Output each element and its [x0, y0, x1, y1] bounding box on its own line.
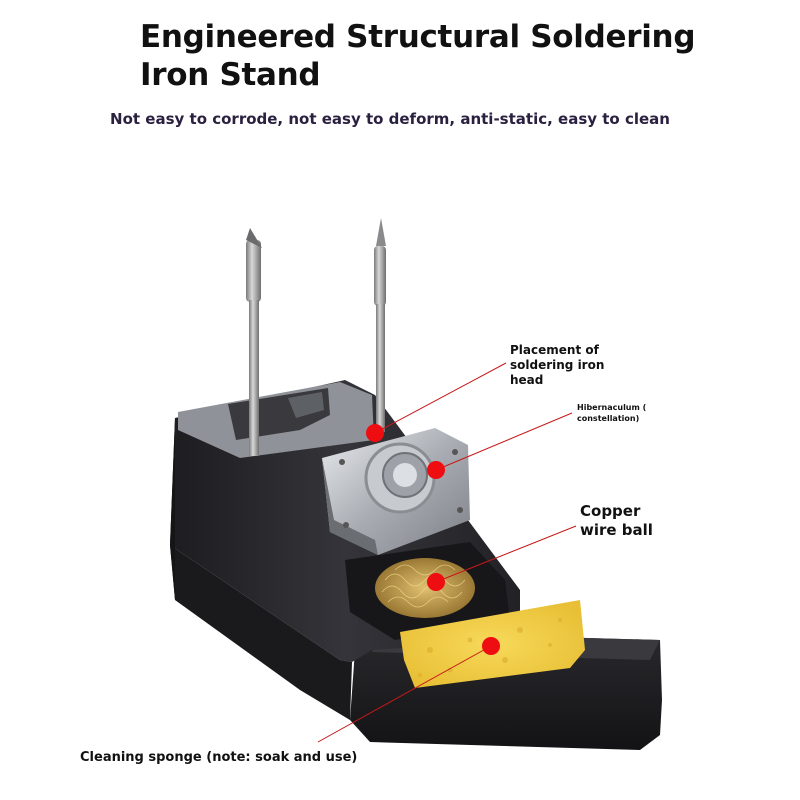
- callout-dot-head: [366, 424, 384, 442]
- copper-wire-ball: [375, 558, 475, 618]
- page-title: Engineered Structural Soldering Iron Sta…: [140, 19, 696, 93]
- callout-label-head: Placement of soldering iron head: [510, 343, 605, 387]
- page-subtitle: Not easy to corrode, not easy to deform,…: [110, 110, 670, 128]
- callout-label-hibernaculum: Hibernaculum ( constellation): [577, 403, 647, 423]
- callout-dot-sponge: [482, 637, 500, 655]
- callout-dot-hibernaculum: [427, 461, 445, 479]
- callout-label-sponge: Cleaning sponge (note: soak and use): [80, 750, 358, 765]
- callout-dot-wire-ball: [427, 573, 445, 591]
- soldering-tips: [246, 218, 386, 456]
- callout-label-wire-ball: Copper wire ball: [580, 502, 653, 539]
